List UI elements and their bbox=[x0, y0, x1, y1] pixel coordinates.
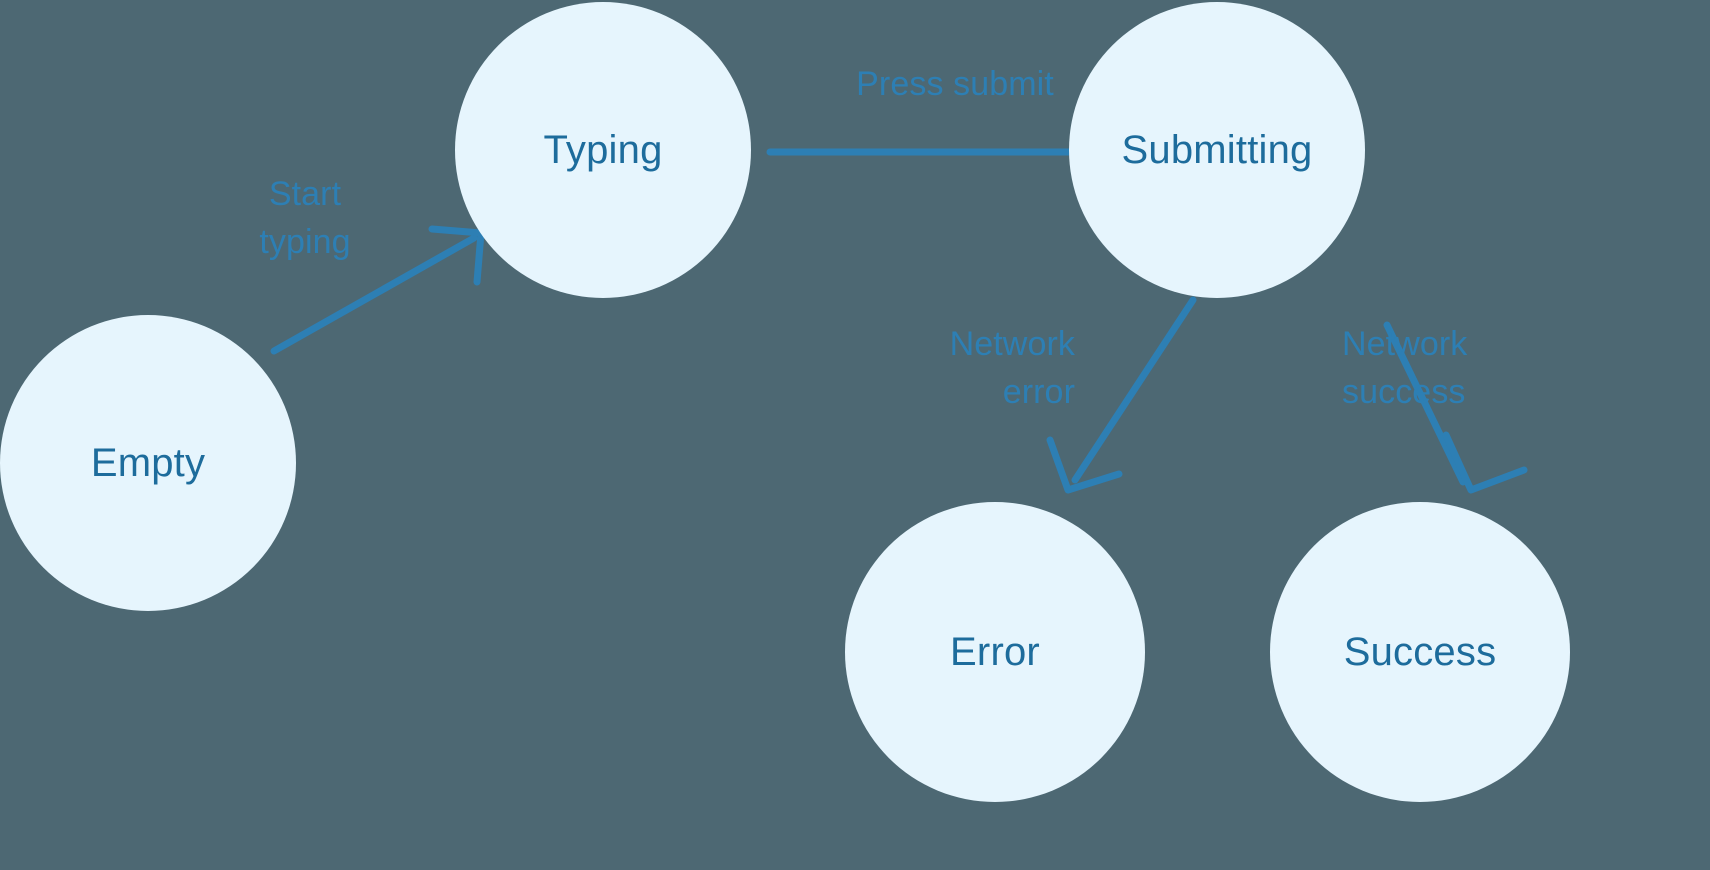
arrowhead-network-success bbox=[1442, 431, 1528, 494]
state-node-submitting[interactable]: Submitting bbox=[1069, 2, 1365, 298]
edge-submitting-to-error bbox=[1046, 296, 1197, 494]
state-label-typing: Typing bbox=[543, 128, 663, 172]
state-node-success[interactable]: Success bbox=[1270, 502, 1570, 802]
state-node-typing[interactable]: Typing bbox=[455, 2, 751, 298]
state-label-empty: Empty bbox=[90, 441, 206, 485]
edge-label-start-typing: Start typing bbox=[259, 175, 351, 262]
state-label-submitting: Submitting bbox=[1121, 128, 1313, 172]
state-label-error: Error bbox=[950, 630, 1040, 674]
state-node-error[interactable]: Error bbox=[845, 502, 1145, 802]
arrowhead-network-error bbox=[1046, 436, 1123, 494]
edge-line-start-typing bbox=[270, 234, 478, 355]
edge-line-network-error bbox=[1071, 296, 1197, 484]
state-label-success: Success bbox=[1343, 630, 1497, 674]
state-node-empty[interactable]: Empty bbox=[0, 315, 296, 611]
edge-label-network-success: Network success bbox=[1342, 325, 1468, 412]
edge-label-press-submit: Press submit bbox=[856, 65, 1054, 103]
edge-label-network-error: Network error bbox=[949, 325, 1075, 412]
edge-submitting-to-success bbox=[1383, 321, 1528, 494]
edge-line-network-success bbox=[1383, 321, 1467, 486]
